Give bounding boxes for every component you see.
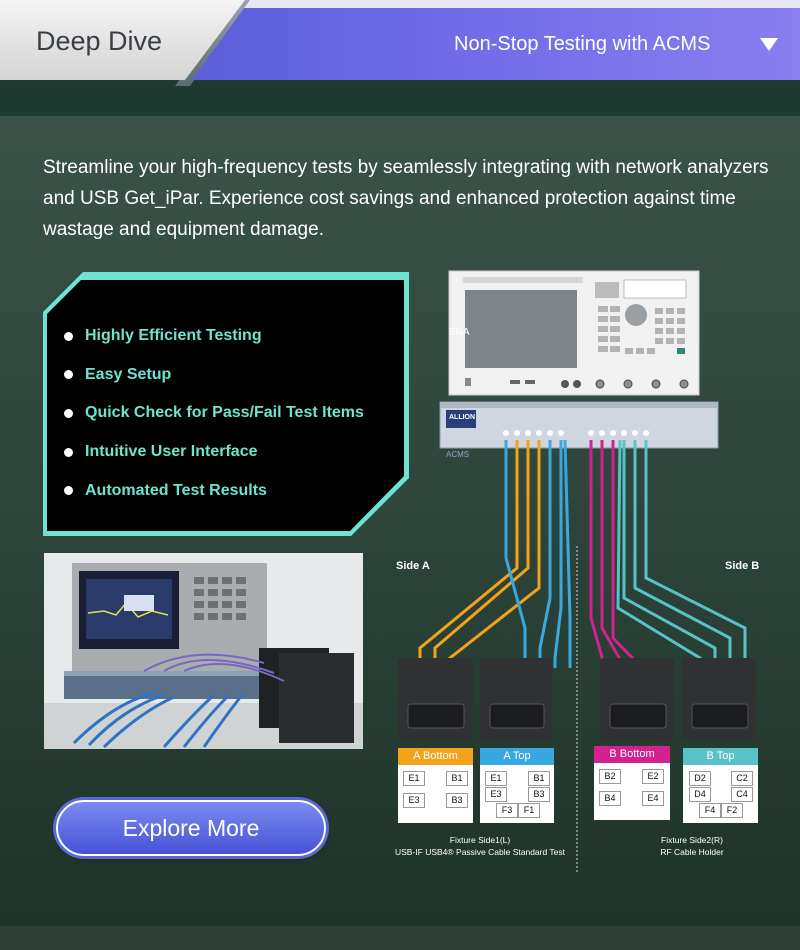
port-label: B3 <box>446 793 468 808</box>
port-label: B3 <box>528 787 550 802</box>
bullet-icon <box>64 408 73 418</box>
feature-item: Easy Setup <box>64 356 364 395</box>
page-title: Deep Dive <box>36 26 163 56</box>
bullet-icon <box>64 370 73 380</box>
fixture-caption-left: Fixture Side1(L) USB-IF USB4® Passive Ca… <box>390 834 570 858</box>
caption-line: RF Cable Holder <box>660 847 724 857</box>
bullet-icon <box>64 486 73 496</box>
fixture-caption-right: Fixture Side2(R) RF Cable Holder <box>612 834 772 858</box>
port-label: D2 <box>689 771 711 786</box>
fixture-b-top-card: D2 C2 D4 C4 F4 F2 <box>683 765 758 823</box>
port-label: E1 <box>403 771 425 786</box>
bullet-icon <box>64 331 73 341</box>
side-b-label: Side B <box>725 560 760 572</box>
intro-text: Streamline your high-frequency tests by … <box>43 157 769 240</box>
fixture-a-top-label: A Top <box>480 748 554 765</box>
feature-label: Intuitive User Interface <box>85 443 258 461</box>
feature-label: Highly Efficient Testing <box>85 327 262 345</box>
port-label: F3 <box>496 803 518 818</box>
port-label: B1 <box>528 771 550 786</box>
port-label: F4 <box>699 803 721 818</box>
port-label: C2 <box>731 771 753 786</box>
switch-brand: ALLION <box>449 414 476 421</box>
fixture-a-top-card: E1 B1 E3 B3 F3 F1 <box>480 765 554 823</box>
feature-label: Quick Check for Pass/Fail Test Items <box>85 404 364 422</box>
feature-box <box>47 280 404 531</box>
ena-label: ENA <box>449 327 470 338</box>
feature-list: Highly Efficient Testing Easy Setup Quic… <box>64 317 364 510</box>
fixture-b-top-label: B Top <box>683 748 758 765</box>
side-a-label: Side A <box>396 560 430 572</box>
acms-label: ACMS <box>446 450 470 459</box>
port-label: B2 <box>599 769 621 784</box>
caption-line: Fixture Side2(R) <box>661 835 723 845</box>
fixture-b-bottom-card: B2 E2 B4 E4 <box>594 763 670 820</box>
subheader-band <box>0 86 800 116</box>
chevron-down-icon[interactable] <box>760 38 778 51</box>
bullet-icon <box>64 447 73 457</box>
port-label: E4 <box>642 791 664 806</box>
port-label: E3 <box>485 787 507 802</box>
feature-item: Highly Efficient Testing <box>64 317 364 356</box>
explore-more-button[interactable]: Explore More <box>56 800 326 856</box>
feature-item: Quick Check for Pass/Fail Test Items <box>64 394 364 433</box>
port-label: E2 <box>642 769 664 784</box>
port-label: B1 <box>446 771 468 786</box>
acms-diagram: ENA ACMS ALLION Side A Side B A Bottom A… <box>380 268 800 878</box>
port-label: E1 <box>485 771 507 786</box>
header-highlight <box>244 0 800 8</box>
lab-setup-photo <box>44 553 363 749</box>
feature-item: Automated Test Results <box>64 471 364 510</box>
fixture-a-bottom-card: E1 B1 E3 B3 <box>398 765 473 823</box>
section-selector-label[interactable]: Non-Stop Testing with ACMS <box>454 33 711 55</box>
port-label: B4 <box>599 791 621 806</box>
feature-item: Intuitive User Interface <box>64 433 364 472</box>
caption-line: USB-IF USB4® Passive Cable Standard Test <box>394 847 566 857</box>
port-label: F2 <box>721 803 743 818</box>
fixture-a-bottom-label: A Bottom <box>398 748 473 765</box>
fixture-b-bottom-label: B Bottom <box>594 746 670 763</box>
port-label: D4 <box>689 787 711 802</box>
port-label: F1 <box>518 803 540 818</box>
port-label: E3 <box>403 793 425 808</box>
feature-label: Automated Test Results <box>85 481 267 499</box>
footer-band <box>0 926 800 950</box>
caption-line: Fixture Side1(L) <box>449 835 511 845</box>
port-label: C4 <box>731 787 753 802</box>
header-section-panel[interactable] <box>192 0 800 80</box>
feature-label: Easy Setup <box>85 365 172 383</box>
